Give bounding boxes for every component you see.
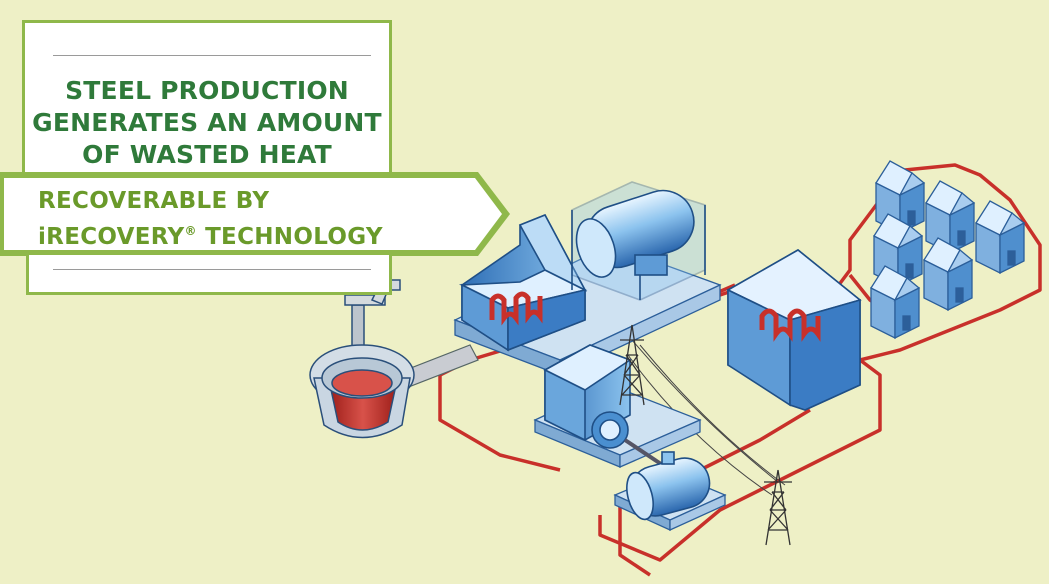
ladle-icon bbox=[309, 279, 415, 439]
pylon-icon bbox=[619, 324, 792, 546]
technology-word: TECHNOLOGY bbox=[196, 224, 383, 250]
top-rule bbox=[53, 55, 371, 56]
house-icon bbox=[923, 237, 974, 312]
turbine-icon bbox=[543, 344, 672, 472]
banner-arrow-shape bbox=[0, 172, 510, 256]
subheadline-line-2: iRECOVERY® TECHNOLOGY bbox=[38, 216, 383, 252]
subheadline-line-1: RECOVERABLE BY bbox=[38, 188, 270, 214]
subheadline: RECOVERABLE BY iRECOVERY® TECHNOLOGY bbox=[38, 186, 383, 252]
boiler-icon bbox=[626, 451, 711, 521]
headline: STEEL PRODUCTION GENERATES AN AMOUNT OF … bbox=[31, 75, 383, 171]
headline-line-2: GENERATES AN AMOUNT bbox=[32, 108, 382, 137]
headline-line-1: STEEL PRODUCTION bbox=[65, 76, 349, 105]
headline-panel: STEEL PRODUCTION GENERATES AN AMOUNT OF … bbox=[22, 20, 392, 180]
subheadline-banner: RECOVERABLE BY iRECOVERY® TECHNOLOGY bbox=[0, 168, 515, 260]
house-icon bbox=[925, 180, 976, 255]
registered-mark: ® bbox=[184, 224, 197, 238]
heat-exchanger-icon bbox=[726, 249, 862, 411]
bottom-rule bbox=[53, 269, 371, 270]
brand-name: iRECOVERY bbox=[38, 224, 185, 250]
houses bbox=[870, 160, 1026, 340]
bottom-panel bbox=[26, 255, 392, 295]
tank-icon bbox=[571, 181, 706, 301]
furnace-icon bbox=[458, 213, 588, 352]
house-icon bbox=[975, 200, 1026, 275]
headline-line-3: OF WASTED HEAT bbox=[82, 140, 332, 169]
house-icon bbox=[870, 265, 921, 340]
